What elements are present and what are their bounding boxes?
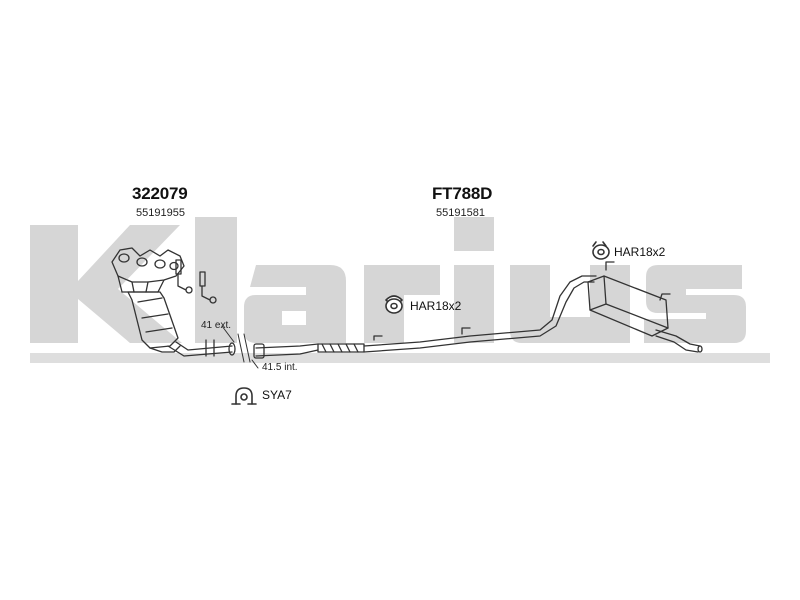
klarius-watermark	[30, 217, 770, 363]
rear-part-number: FT788D	[432, 184, 493, 203]
front-oe-number: 55191955	[136, 207, 185, 219]
joint-dimension-marks	[221, 325, 259, 369]
front-part-number: 322079	[132, 184, 188, 203]
front-pipe	[167, 339, 236, 357]
rubber-hanger-icon	[385, 295, 403, 314]
lambda-sensor-2	[199, 271, 217, 304]
hanger-label: HAR18x2	[614, 245, 666, 259]
rubber-hanger-icon	[592, 241, 610, 260]
lambda-sensor-1	[175, 259, 193, 294]
exhaust-manifold	[111, 247, 185, 293]
rear-oe-number: 55191581	[436, 207, 485, 219]
rear-silencer	[587, 261, 671, 337]
hanger-label: HAR18x2	[410, 299, 462, 313]
external-diameter-label: 41 ext.	[201, 320, 232, 331]
tailpipe	[655, 329, 703, 353]
internal-diameter-label: 41.5 int.	[262, 362, 298, 373]
fitting-label: SYA7	[262, 388, 292, 402]
exhaust-clamp-icon	[231, 387, 257, 405]
intermediate-pipe	[253, 275, 597, 359]
catalytic-converter	[127, 291, 181, 353]
